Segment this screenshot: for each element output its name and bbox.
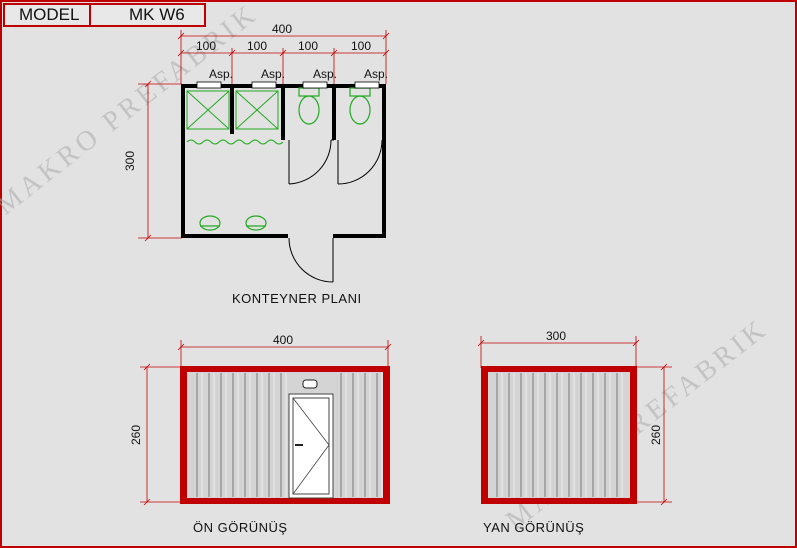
wc-doors xyxy=(288,139,383,185)
front-caption: ÖN GÖRÜNÜŞ xyxy=(193,520,288,535)
side-height-label: 260 xyxy=(649,424,664,446)
front-corrugation xyxy=(196,373,383,497)
entrance-door xyxy=(288,237,334,283)
side-caption: YAN GÖRÜNÜŞ xyxy=(483,520,585,535)
plan-segment-1-label: 100 xyxy=(196,39,217,53)
vent-label-3: Asp. xyxy=(313,67,338,81)
front-view-container xyxy=(180,366,390,504)
plan-caption: KONTEYNER PLANI xyxy=(232,291,362,306)
plan-dimensions xyxy=(138,30,390,242)
vent-label-4: Asp. xyxy=(364,67,389,81)
side-dimensions xyxy=(477,336,672,506)
model-value: MK W6 xyxy=(129,5,185,24)
vent-markers xyxy=(196,81,380,89)
side-width-label: 300 xyxy=(546,329,567,343)
sinks xyxy=(199,215,267,231)
plan-segment-2-label: 100 xyxy=(247,39,268,53)
front-door xyxy=(287,379,335,499)
shower-trays xyxy=(186,90,284,145)
front-width-label: 400 xyxy=(273,333,294,347)
side-view-container xyxy=(481,366,637,504)
vent-label-2: Asp. xyxy=(261,67,286,81)
vent-label-1: Asp. xyxy=(209,67,234,81)
front-dimensions xyxy=(140,340,392,506)
model-label: MODEL xyxy=(5,5,91,25)
plan-walls xyxy=(181,84,386,238)
plan-depth-label: 300 xyxy=(123,150,138,172)
side-corrugation xyxy=(496,373,623,497)
vent-grille-icon xyxy=(302,379,318,389)
plan-segment-4-label: 100 xyxy=(351,39,372,53)
plan-total-dim-label: 400 xyxy=(272,22,293,36)
front-height-label: 260 xyxy=(129,424,144,446)
title-block: MODEL MK W6 xyxy=(3,3,206,27)
plan-segment-3-label: 100 xyxy=(298,39,319,53)
